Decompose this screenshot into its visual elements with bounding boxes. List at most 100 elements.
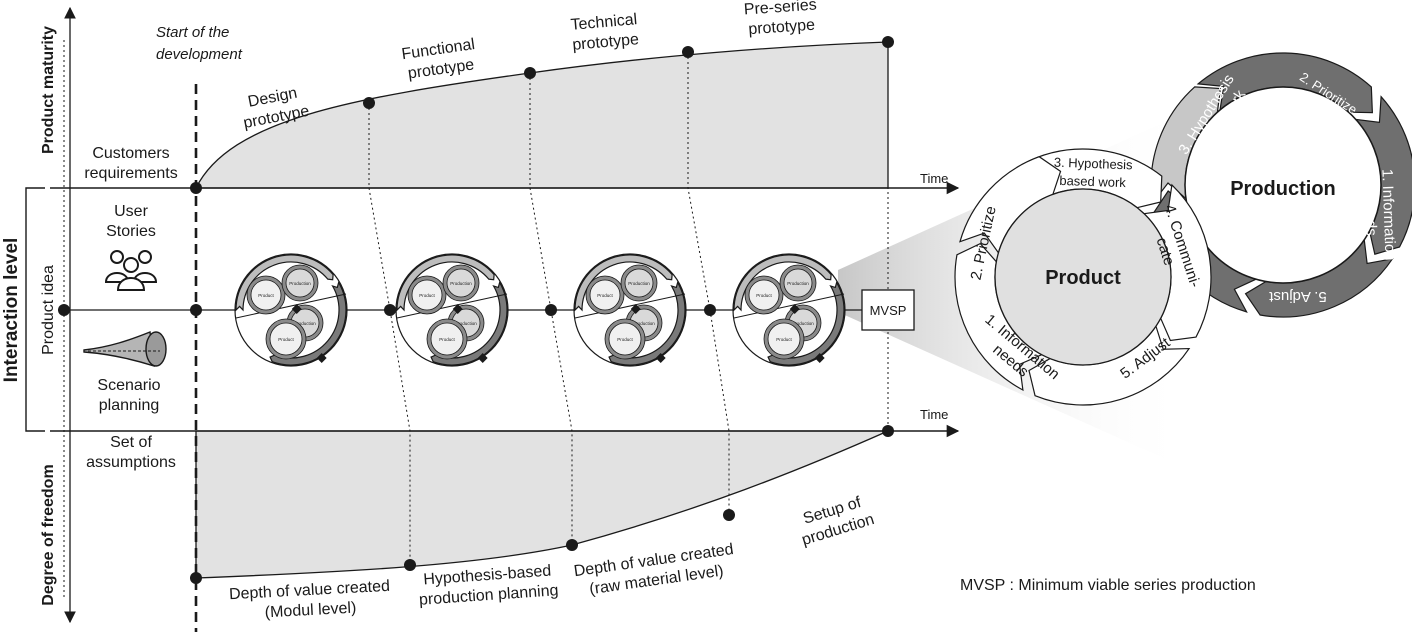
production-core — [1184, 86, 1382, 284]
svg-text:Scenario: Scenario — [97, 377, 160, 394]
mini-core-label: Product — [258, 293, 274, 298]
cycle-arrow-segment — [269, 280, 347, 366]
mini-diamond — [452, 304, 463, 314]
svg-text:(Modul level): (Modul level) — [264, 600, 356, 622]
mini-core — [767, 322, 801, 356]
axis-label-product-maturity: Product maturity — [40, 26, 57, 154]
svg-text:Stories: Stories — [106, 223, 156, 240]
scenario-funnel-icon — [83, 331, 167, 367]
mini-core-label: Product — [419, 293, 435, 298]
set-of-assumptions-label: Set of assumptions — [86, 434, 176, 471]
mvsp-box — [861, 289, 915, 331]
production-step-adjust: 5. Adjust — [1268, 288, 1326, 305]
milestone-setup-of-production: Setup of production — [800, 494, 876, 549]
svg-text:prototype: prototype — [572, 31, 640, 54]
mini-core-label: Production — [455, 321, 477, 326]
mini-core — [285, 268, 315, 298]
mini-diamond — [477, 353, 488, 363]
mini-diamond — [316, 353, 327, 363]
mini-cycle-divider — [733, 293, 845, 319]
mvsp-label: MVSP — [870, 303, 907, 318]
cycle-arrow-segment — [430, 280, 508, 366]
mini-cycles: ProductProductionProductionProductProduc… — [234, 253, 846, 367]
axis-label-interaction-level: Interaction level — [1, 238, 22, 383]
mini-core — [608, 322, 642, 356]
cycle-arrow-segment — [608, 280, 686, 366]
svg-text:5. Adjust: 5. Adjust — [1268, 288, 1326, 305]
production-cycle-title: Production — [1230, 178, 1336, 200]
svg-text:Technical: Technical — [570, 11, 638, 34]
mini-core-label: Production — [787, 281, 809, 286]
mini-core — [446, 268, 476, 298]
time-label-top: Time — [920, 171, 948, 186]
svg-text:Depth of value created: Depth of value created — [229, 578, 391, 603]
start-of-development-label: Start of the development — [156, 24, 243, 63]
milestone-depth-modul-level: Depth of value created (Modul level) — [229, 578, 391, 622]
product-cycle-title: Product — [1045, 267, 1121, 289]
user-group-icon — [104, 250, 158, 291]
product-step-hypothesis: 3. Hypothesis based work — [1054, 155, 1134, 191]
svg-text:planning: planning — [99, 397, 160, 414]
mvsp-footnote: MVSP : Minimum viable series production — [960, 577, 1256, 594]
mini-core-label: Product — [278, 337, 294, 342]
user-stories-label: User Stories — [106, 203, 156, 240]
mini-core-label: Production — [294, 321, 316, 326]
milestone-dots — [58, 36, 894, 584]
svg-text:3. Hypothesis: 3. Hypothesis — [1054, 155, 1134, 173]
svg-text:prototype: prototype — [748, 17, 816, 39]
mini-core-label: Product — [617, 337, 633, 342]
scenario-planning-label: Scenario planning — [97, 377, 160, 414]
mini-core — [269, 322, 303, 356]
production-step-information-needs: 1. Information needs — [1361, 169, 1398, 261]
mini-cycle-divider — [574, 293, 686, 319]
mini-cycle-divider — [396, 293, 508, 319]
mini-core — [783, 268, 813, 298]
mini-cycle-divider — [235, 293, 347, 319]
mini-core-label: Product — [439, 337, 455, 342]
customers-requirements-label: Customers requirements — [84, 145, 177, 182]
mini-core — [411, 279, 443, 311]
svg-text:needs: needs — [1361, 195, 1379, 236]
milestone-depth-raw-material-level: Depth of value created (raw material lev… — [573, 541, 735, 598]
product-cycle: Product 3. Hypothesis based work 2. Prio… — [954, 148, 1212, 406]
mini-core — [250, 279, 282, 311]
svg-text:Set of: Set of — [110, 434, 152, 451]
svg-text:User: User — [114, 203, 148, 220]
milestone-hypothesis-production-planning: Hypothesis-based production planning — [418, 563, 559, 609]
milestone-functional-prototype: Functional prototype — [401, 36, 476, 82]
svg-text:assumptions: assumptions — [86, 454, 176, 471]
mini-core — [624, 268, 654, 298]
mini-core-label: Product — [597, 293, 613, 298]
svg-text:Pre-series: Pre-series — [743, 0, 817, 19]
milestone-technical-prototype: Technical prototype — [570, 11, 640, 54]
axis-label-degree-of-freedom: Degree of freedom — [40, 464, 57, 605]
mini-core-label: Production — [792, 321, 814, 326]
mini-core-label: Product — [756, 293, 772, 298]
dotted-connectors — [63, 40, 889, 600]
mini-core-label: Product — [776, 337, 792, 342]
mini-diamond — [291, 304, 302, 314]
mini-core — [589, 279, 621, 311]
axis-label-product-idea: Product idea — [40, 265, 57, 355]
svg-text:based work: based work — [1059, 173, 1126, 190]
product-core — [994, 188, 1172, 366]
mini-core-label: Production — [628, 281, 650, 286]
cycle-arrow-segment — [767, 280, 845, 366]
mini-core-label: Production — [289, 281, 311, 286]
svg-text:Customers: Customers — [92, 145, 169, 162]
mini-core — [748, 279, 780, 311]
svg-text:1. Information: 1. Information — [1378, 169, 1398, 261]
time-label-bottom: Time — [920, 407, 948, 422]
mini-core — [430, 322, 464, 356]
svg-text:development: development — [156, 46, 243, 63]
mini-core-label: Production — [450, 281, 472, 286]
milestone-pre-series-prototype: Pre-series prototype — [743, 0, 817, 39]
degree-of-freedom-area — [195, 430, 889, 579]
svg-text:Start of the: Start of the — [156, 24, 229, 41]
mini-core-label: Production — [633, 321, 655, 326]
